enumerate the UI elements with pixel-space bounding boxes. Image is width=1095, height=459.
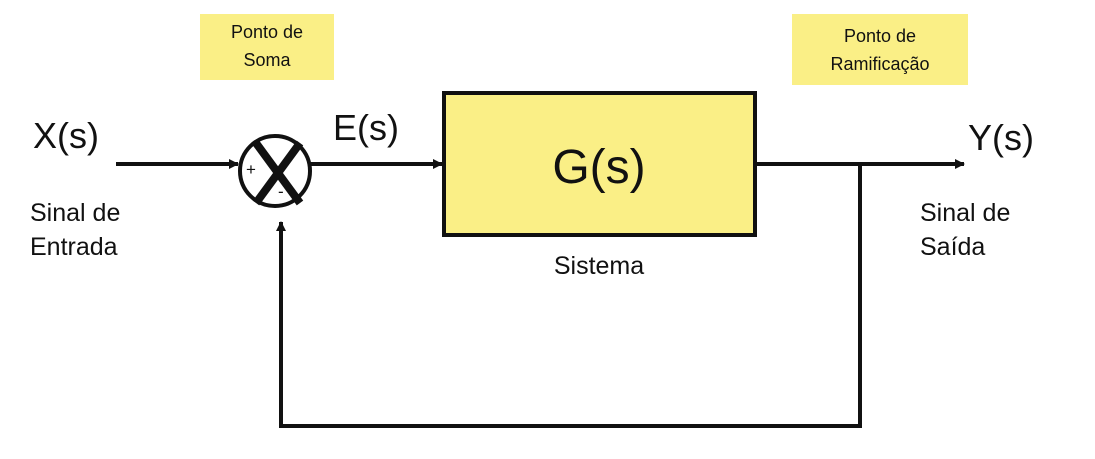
output-signal-label-line2: Saída	[920, 233, 985, 261]
summing-junction-cross-b	[252, 140, 304, 206]
branch-point-label-line2: Ramificação	[830, 54, 929, 74]
branch-point-label-line1: Ponto de	[844, 26, 916, 46]
sum-point-callout	[200, 14, 334, 80]
sum-point-label-line2: Soma	[243, 50, 291, 70]
input-signal-label-line2: Entrada	[30, 233, 118, 261]
output-signal-label-line1: Sinal de	[920, 199, 1010, 227]
transfer-function-label: G(s)	[552, 141, 645, 194]
input-signal-label-line1: Sinal de	[30, 199, 120, 227]
system-label: Sistema	[554, 252, 644, 280]
sum-point-label-line1: Ponto de	[231, 22, 303, 42]
output-label: Y(s)	[968, 117, 1034, 158]
plus-sign: +	[246, 160, 256, 179]
branch-point-callout	[792, 14, 968, 85]
minus-sign: -	[278, 182, 284, 201]
feedback-path	[276, 164, 862, 428]
input-label: X(s)	[33, 115, 99, 156]
error-label: E(s)	[333, 107, 399, 148]
